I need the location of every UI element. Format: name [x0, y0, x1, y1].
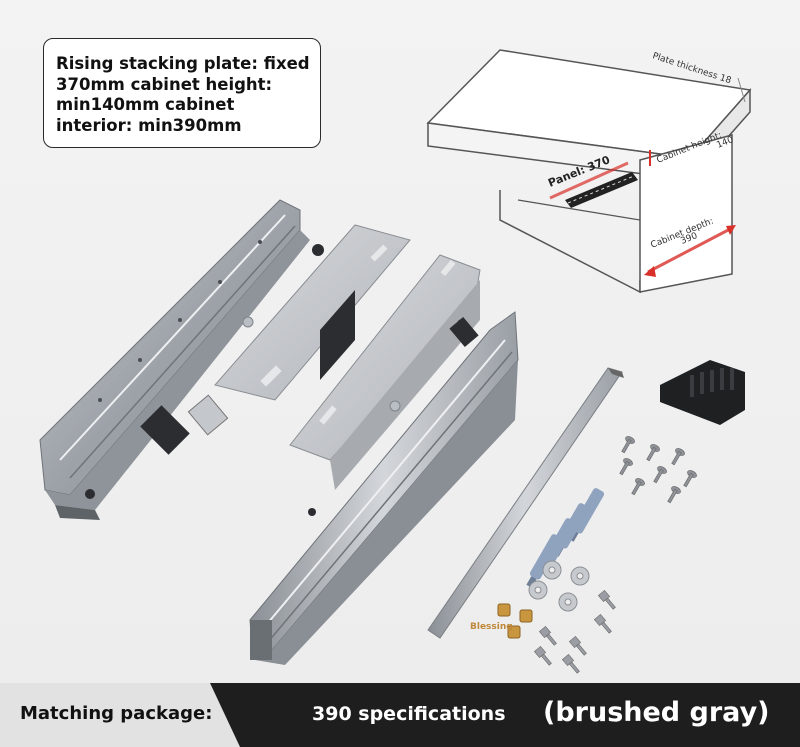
color-name-text: (brushed gray) [543, 697, 770, 728]
plastic-clip [660, 360, 745, 425]
spec-callout-box: Rising stacking plate: fixed 370mm cabin… [43, 38, 321, 148]
spec-line-1: Rising stacking plate: fixed [56, 54, 310, 73]
spec-line-2: 370mm cabinet height: [56, 74, 273, 94]
left-bracket-plate [187, 224, 411, 436]
bolt-set [533, 589, 616, 674]
spec-line-4: interior: min390mm [56, 115, 242, 135]
cabinet-dimension-diagram: Plate thickness 18 Panel: 370 Cabinet he… [426, 49, 752, 294]
specification-text: 390 specifications [312, 703, 506, 725]
right-slide-rail [249, 311, 519, 665]
connecting-rod [427, 367, 624, 639]
spec-line-3: min140mm cabinet [56, 95, 235, 114]
screw-set [619, 436, 697, 504]
washer-set [528, 560, 590, 612]
blessing-mark: Blessing [470, 622, 513, 632]
product-illustration [39, 199, 745, 674]
footer-light-band [0, 683, 240, 747]
footer-banner: Matching package: 390 specifications (br… [0, 683, 800, 747]
matching-package-label: Matching package: [20, 703, 213, 724]
right-bracket-plate [289, 254, 481, 490]
left-slide-rail [39, 199, 324, 520]
dowel-set [526, 488, 605, 588]
brass-nut-set [497, 603, 533, 639]
